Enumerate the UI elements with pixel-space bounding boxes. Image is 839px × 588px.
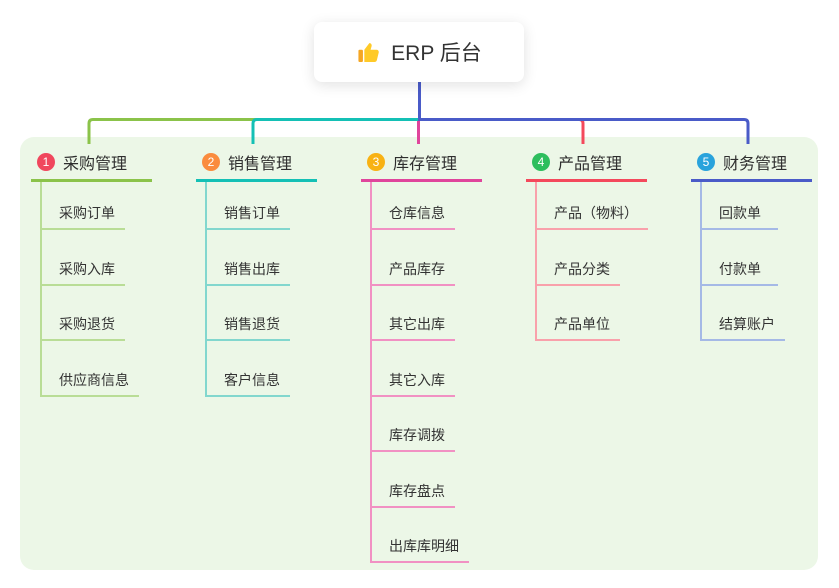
branch-index-badge: 3	[367, 152, 385, 171]
leaf-node[interactable]: 采购退货	[42, 286, 125, 341]
leaf-node[interactable]: 回款单	[702, 182, 778, 230]
branch-node[interactable]: 5 财务管理	[691, 147, 812, 182]
leaf-node[interactable]: 产品分类	[537, 230, 620, 286]
branch-node[interactable]: 1 采购管理	[31, 147, 152, 182]
branch-items: 产品（物料）产品分类产品单位	[535, 182, 681, 341]
leaf-node[interactable]: 客户信息	[207, 341, 290, 397]
branch-node[interactable]: 4 产品管理	[526, 147, 647, 182]
branch-items: 销售订单销售出库销售退货客户信息	[205, 182, 351, 397]
branch-column-2: 2 销售管理销售订单销售出库销售退货客户信息	[196, 147, 351, 397]
branch-items: 采购订单采购入库采购退货供应商信息	[40, 182, 186, 397]
connector-branch-2	[251, 118, 420, 144]
leaf-node[interactable]: 出库库明细	[372, 508, 469, 563]
leaf-node[interactable]: 产品库存	[372, 230, 455, 286]
leaf-node[interactable]: 库存调拨	[372, 397, 455, 452]
connector-branch-5	[418, 82, 750, 144]
root-node[interactable]: ERP 后台	[314, 22, 524, 82]
leaf-node[interactable]: 采购入库	[42, 230, 125, 286]
branch-column-5: 5 财务管理回款单付款单结算账户	[691, 147, 839, 341]
leaf-node[interactable]: 其它入库	[372, 341, 455, 397]
leaf-node[interactable]: 仓库信息	[372, 182, 455, 230]
branch-column-1: 1 采购管理采购订单采购入库采购退货供应商信息	[31, 147, 186, 397]
leaf-node[interactable]: 销售出库	[207, 230, 290, 286]
thumbs-up-icon	[356, 40, 381, 65]
leaf-node[interactable]: 销售退货	[207, 286, 290, 341]
leaf-node[interactable]: 其它出库	[372, 286, 455, 341]
branch-items: 仓库信息产品库存其它出库其它入库库存调拨库存盘点出库库明细	[370, 182, 516, 563]
connector-branch-1	[87, 118, 420, 144]
branch-index-badge: 5	[697, 152, 715, 171]
branch-node[interactable]: 3 库存管理	[361, 147, 482, 182]
branch-title-label: 库存管理	[393, 155, 458, 173]
leaf-node[interactable]: 产品单位	[537, 286, 620, 341]
branch-column-3: 3 库存管理仓库信息产品库存其它出库其它入库库存调拨库存盘点出库库明细	[361, 147, 516, 563]
leaf-node[interactable]: 采购订单	[42, 182, 125, 230]
branch-items: 回款单付款单结算账户	[700, 182, 839, 341]
branch-title-label: 财务管理	[723, 155, 788, 173]
leaf-node[interactable]: 付款单	[702, 230, 778, 286]
branch-node[interactable]: 2 销售管理	[196, 147, 317, 182]
root-label: ERP 后台	[391, 42, 482, 65]
branch-column-4: 4 产品管理产品（物料）产品分类产品单位	[526, 147, 681, 341]
branch-index-badge: 2	[202, 152, 220, 171]
branch-index-badge: 4	[532, 152, 550, 171]
leaf-node[interactable]: 结算账户	[702, 286, 785, 341]
leaf-node[interactable]: 产品（物料）	[537, 182, 648, 230]
branch-title-label: 采购管理	[63, 155, 128, 173]
branch-title-label: 销售管理	[228, 155, 293, 173]
branches-panel	[20, 137, 818, 570]
leaf-node[interactable]: 供应商信息	[42, 341, 139, 397]
branch-index-badge: 1	[37, 152, 55, 171]
leaf-node[interactable]: 库存盘点	[372, 452, 455, 508]
leaf-node[interactable]: 销售订单	[207, 182, 290, 230]
branch-title-label: 产品管理	[558, 155, 623, 173]
